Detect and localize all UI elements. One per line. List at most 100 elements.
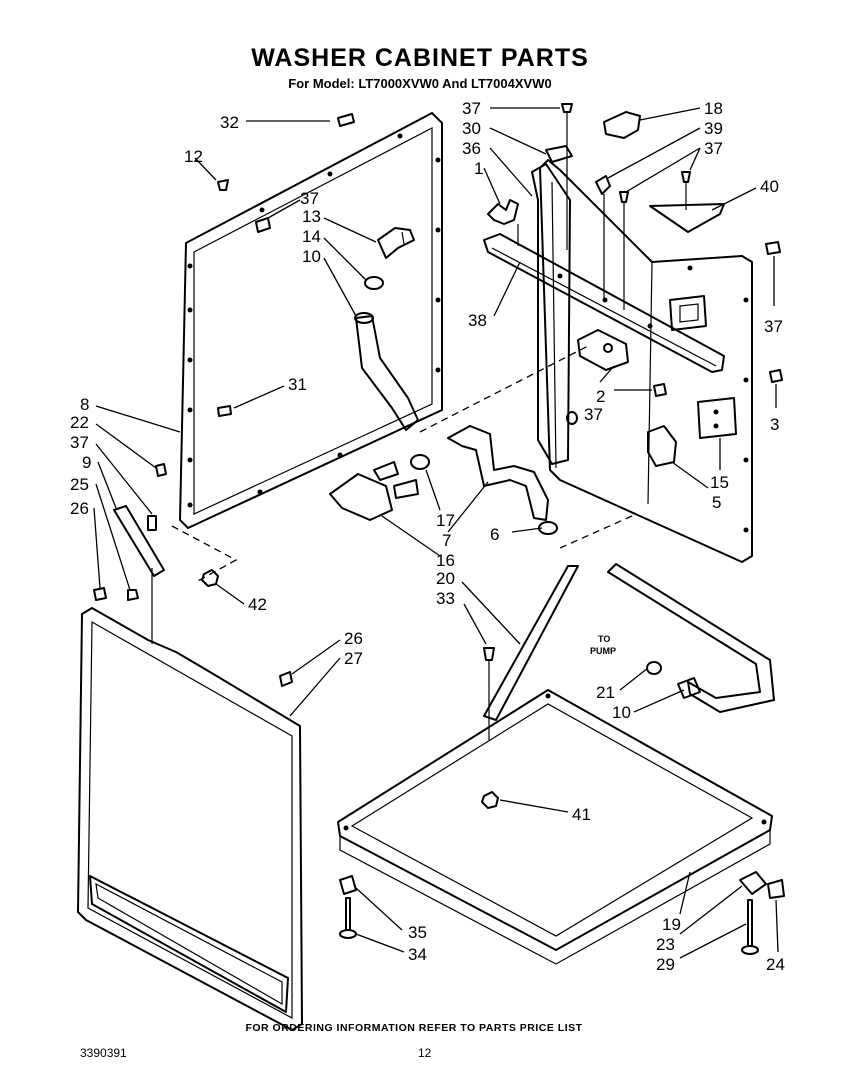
part-5-switch bbox=[647, 425, 677, 467]
part-16-water-valve bbox=[329, 461, 419, 521]
part-40-shield bbox=[649, 203, 725, 233]
callout-37: 37 bbox=[462, 99, 481, 118]
pump-hose-assembly bbox=[607, 563, 775, 713]
part-25-hinge-bar bbox=[113, 505, 165, 577]
part-12-cap bbox=[217, 179, 229, 191]
callout-9: 9 bbox=[82, 453, 91, 472]
callout-5: 5 bbox=[712, 493, 721, 512]
callout-30: 30 bbox=[462, 119, 481, 138]
part-15-plate bbox=[697, 397, 737, 439]
part-37-screw-a bbox=[255, 217, 271, 233]
part-34-leveling-leg bbox=[339, 897, 357, 939]
alignment-line-b bbox=[419, 345, 589, 433]
callout-32: 32 bbox=[220, 113, 239, 132]
part-38-cross-brace bbox=[483, 233, 725, 373]
part-31-clip bbox=[217, 405, 232, 417]
callout-36: 36 bbox=[462, 139, 481, 158]
callout-2: 2 bbox=[596, 387, 605, 406]
callout-17: 17 bbox=[436, 511, 455, 530]
callout-37: 37 bbox=[300, 189, 319, 208]
callout-14: 14 bbox=[302, 227, 321, 246]
part-35-foot-cup bbox=[339, 875, 357, 895]
callout-16: 16 bbox=[436, 551, 455, 570]
part-20-brace bbox=[483, 565, 579, 721]
callout-19: 19 bbox=[662, 915, 681, 934]
part-41-nut bbox=[481, 791, 499, 809]
callout-23: 23 bbox=[656, 935, 675, 954]
callout-27: 27 bbox=[344, 649, 363, 668]
callout-33: 33 bbox=[436, 589, 455, 608]
callout-41: 41 bbox=[572, 805, 591, 824]
part-19-leg-bracket bbox=[739, 871, 767, 895]
ordering-note: FOR ORDERING INFORMATION REFER TO PARTS … bbox=[245, 1022, 583, 1034]
callout-29: 29 bbox=[656, 955, 675, 974]
callout-7: 7 bbox=[442, 531, 451, 550]
callout-35: 35 bbox=[408, 923, 427, 942]
callout-22: 22 bbox=[70, 413, 89, 432]
callout-25: 25 bbox=[70, 475, 89, 494]
part-9-bolt bbox=[147, 515, 157, 531]
alignment-line-a bbox=[171, 525, 238, 583]
callout-37: 37 bbox=[70, 433, 89, 452]
callout-37: 37 bbox=[764, 317, 783, 336]
callout-1: 1 bbox=[474, 159, 483, 178]
callout-labels: 32 12 37 13 14 10 31 8 22 37 9 25 26 42 … bbox=[70, 99, 785, 974]
callout-34: 34 bbox=[408, 945, 427, 964]
callout-26: 26 bbox=[344, 629, 363, 648]
callout-24: 24 bbox=[766, 955, 785, 974]
top-frame-panel bbox=[179, 112, 443, 529]
callout-8: 8 bbox=[80, 395, 89, 414]
callout-21: 21 bbox=[596, 683, 615, 702]
part-37-screw-b bbox=[561, 103, 573, 250]
part-10-fill-hose bbox=[354, 312, 419, 431]
part-14-clamp bbox=[364, 276, 384, 290]
to-pump-label-line2: PUMP bbox=[590, 646, 616, 656]
part-36-side-rail bbox=[531, 163, 571, 465]
part-22-grommet bbox=[155, 463, 167, 477]
part-17-clamp bbox=[410, 454, 430, 470]
callout-42: 42 bbox=[248, 595, 267, 614]
part-18-clip bbox=[603, 111, 641, 139]
callout-38: 38 bbox=[468, 311, 487, 330]
part-13-hose-elbow bbox=[377, 227, 415, 259]
part-39-wire-clip bbox=[595, 175, 611, 300]
callout-20: 20 bbox=[436, 569, 455, 588]
part-26-bumper-left bbox=[93, 587, 139, 601]
alignment-line-c bbox=[559, 515, 633, 549]
part-27-clip bbox=[279, 671, 293, 687]
diagram-title: WASHER CABINET PARTS bbox=[251, 44, 589, 72]
rear-panel bbox=[539, 159, 753, 563]
part-24-spring bbox=[767, 879, 785, 899]
callout-12: 12 bbox=[184, 147, 203, 166]
callout-37: 37 bbox=[704, 139, 723, 158]
callout-15: 15 bbox=[710, 473, 729, 492]
leader-lines bbox=[93, 107, 779, 959]
callout-18: 18 bbox=[704, 99, 723, 118]
part-32-clip bbox=[337, 113, 355, 127]
callout-39: 39 bbox=[704, 119, 723, 138]
document-number: 3390391 bbox=[80, 1046, 127, 1060]
model-subtitle: For Model: LT7000XVW0 And LT7004XVW0 bbox=[288, 76, 552, 91]
callout-6: 6 bbox=[490, 525, 499, 544]
part-37-screw-e bbox=[765, 241, 781, 255]
page-number: 12 bbox=[418, 1046, 432, 1060]
callout-10: 10 bbox=[302, 247, 321, 266]
callout-31: 31 bbox=[288, 375, 307, 394]
part-37-screw-c bbox=[619, 191, 629, 310]
callout-10: 10 bbox=[612, 703, 631, 722]
callout-40: 40 bbox=[760, 177, 779, 196]
front-panel bbox=[77, 568, 303, 1031]
part-7-drain-hose bbox=[447, 425, 549, 521]
part-2-switch-bracket bbox=[577, 329, 629, 371]
callout-13: 13 bbox=[302, 207, 321, 226]
callout-26: 26 bbox=[70, 499, 89, 518]
part-37-screw-f bbox=[653, 383, 667, 397]
base-frame bbox=[337, 689, 773, 965]
callout-3: 3 bbox=[770, 415, 779, 434]
part-29-leveling-leg bbox=[741, 899, 759, 955]
callout-37: 37 bbox=[584, 405, 603, 424]
to-pump-label-line1: TO bbox=[598, 634, 610, 644]
part-1-lever bbox=[487, 199, 519, 246]
part-33-screw bbox=[483, 647, 495, 740]
